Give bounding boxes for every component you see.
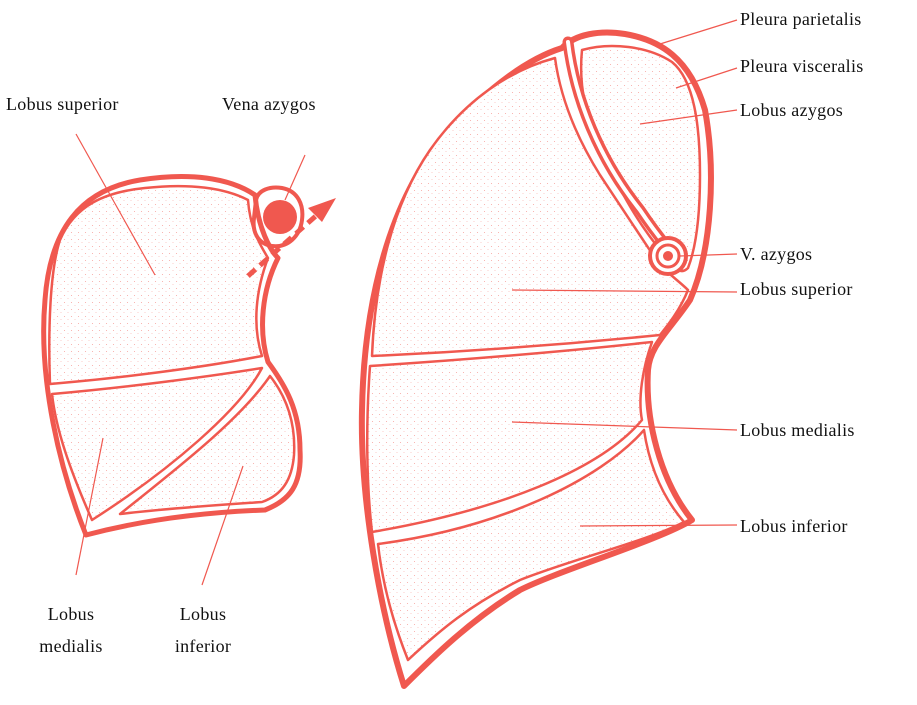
right-v-azygos-vessel <box>663 251 673 261</box>
label-left-lobus-medialis-line2: medialis <box>39 636 102 656</box>
label-left-lobus-inferior-line1: Lobus <box>180 604 227 624</box>
label-right-lobus-inferior: Lobus inferior <box>740 516 848 536</box>
right-lung-diagram: Pleura parietalis Pleura visceralis Lobu… <box>362 9 864 686</box>
label-lobus-azygos: Lobus azygos <box>740 100 843 120</box>
left-lung-diagram: Lobus superior Vena azygos Lobus mediali… <box>6 94 336 656</box>
label-left-lobus-inferior-line2: inferior <box>175 636 231 656</box>
label-pleura-visceralis: Pleura visceralis <box>740 56 864 76</box>
label-left-lobus-superior: Lobus superior <box>6 94 119 114</box>
label-right-lobus-superior: Lobus superior <box>740 279 853 299</box>
left-lobus-superior-shape <box>49 186 268 384</box>
label-v-azygos: V. azygos <box>740 244 812 264</box>
leader-pleura-parietalis <box>660 20 737 44</box>
label-pleura-parietalis: Pleura parietalis <box>740 9 862 29</box>
label-left-vena-azygos: Vena azygos <box>222 94 316 114</box>
label-left-lobus-medialis-line1: Lobus <box>48 604 95 624</box>
label-right-lobus-medialis: Lobus medialis <box>740 420 855 440</box>
left-vena-azygos-vessel <box>263 200 297 234</box>
